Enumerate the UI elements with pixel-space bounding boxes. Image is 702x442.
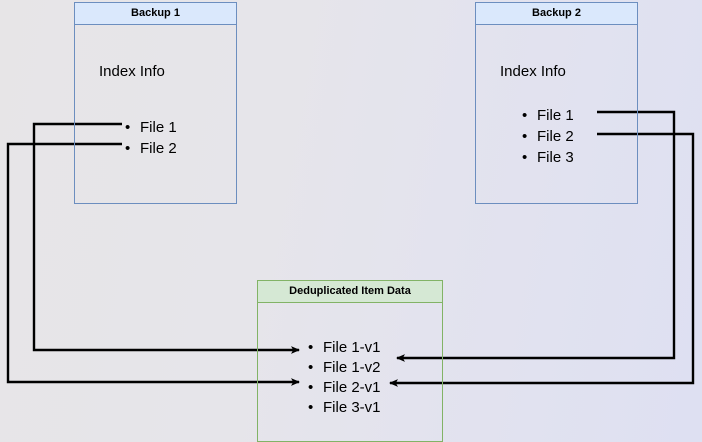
- backup-1-box[interactable]: Backup 1 Index Info File 1 File 2: [74, 2, 237, 204]
- list-item[interactable]: File 3-v1: [308, 398, 381, 418]
- list-item[interactable]: File 1-v1: [308, 338, 381, 358]
- connector-backup1-file2-to-dedup-file2v1: [6, 142, 300, 386]
- dedup-item-list: File 1-v1 File 1-v2 File 2-v1 File 3-v1: [308, 338, 381, 418]
- backup-1-index-info-label: Index Info: [99, 63, 165, 80]
- deduplicated-item-data-body: File 1-v1 File 1-v2 File 2-v1 File 3-v1: [258, 303, 442, 441]
- backup-1-header: Backup 1: [75, 3, 236, 25]
- connector-backup2-file1-to-dedup-file1v2: [396, 110, 676, 362]
- backup-1-file-list: File 1 File 2: [125, 117, 177, 159]
- list-item[interactable]: File 1: [522, 105, 574, 126]
- backup-1-body: Index Info File 1 File 2: [75, 25, 236, 203]
- connector-backup1-file1-to-dedup-file1v1: [32, 122, 300, 354]
- list-item[interactable]: File 2: [522, 126, 574, 147]
- deduplicated-item-data-box[interactable]: Deduplicated Item Data File 1-v1 File 1-…: [257, 280, 443, 442]
- list-item[interactable]: File 3: [522, 147, 574, 168]
- list-item[interactable]: File 2-v1: [308, 378, 381, 398]
- backup-2-box[interactable]: Backup 2 Index Info File 1 File 2 File 3: [475, 2, 638, 204]
- list-item[interactable]: File 2: [125, 138, 177, 159]
- list-item[interactable]: File 1: [125, 117, 177, 138]
- backup-2-index-info-label: Index Info: [500, 63, 566, 80]
- backup-2-file-list: File 1 File 2 File 3: [522, 105, 574, 168]
- backup-2-header: Backup 2: [476, 3, 637, 25]
- connector-backup2-file2-to-dedup-file2v1: [389, 132, 695, 387]
- deduplicated-item-data-header: Deduplicated Item Data: [258, 281, 442, 303]
- list-item[interactable]: File 1-v2: [308, 358, 381, 378]
- backup-2-body: Index Info File 1 File 2 File 3: [476, 25, 637, 203]
